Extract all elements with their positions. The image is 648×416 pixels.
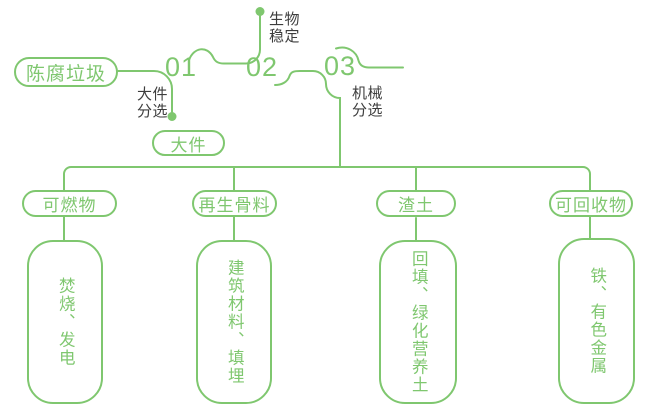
detail-text-recycled-aggregate: 建筑材料、填埋 xyxy=(225,259,244,385)
line-03-tail xyxy=(335,46,404,69)
step-number-02: 02 xyxy=(246,52,279,82)
source-node: 陈腐垃圾 xyxy=(14,57,118,87)
step-number-03: 03 xyxy=(324,51,357,81)
detail-box-slag-soil: 回填、绿化营养土 xyxy=(379,240,457,404)
category-pill-recycled-aggregate: 再生骨料 xyxy=(192,190,277,217)
detail-text-combustibles: 焚烧、发电 xyxy=(56,277,75,367)
detail-text-recyclables: 铁、有色金属 xyxy=(587,267,606,375)
line-source-to-01 xyxy=(117,70,173,113)
step-label-bio-stabilization: 生物 稳定 xyxy=(269,11,301,45)
dot-bio xyxy=(255,7,265,16)
distribution-bar xyxy=(63,166,591,191)
detail-box-recyclables: 铁、有色金属 xyxy=(558,238,635,404)
category-pill-slag-soil: 渣土 xyxy=(376,190,456,217)
step-label-mechanical-sorting: 机械 分选 xyxy=(352,85,384,119)
dot-bypass xyxy=(167,112,177,121)
step-label-bulky-sorting: 大件 分选 xyxy=(137,86,169,120)
step-number-01: 01 xyxy=(165,52,198,82)
line-02-to-03 xyxy=(274,70,341,168)
detail-box-recycled-aggregate: 建筑材料、填埋 xyxy=(196,240,272,404)
detail-text-slag-soil: 回填、绿化营养土 xyxy=(409,250,428,394)
line-01-to-02 xyxy=(188,15,261,65)
bypass-node: 大件 xyxy=(152,130,225,156)
detail-box-combustibles: 焚烧、发电 xyxy=(27,240,103,404)
category-pill-recyclables: 可回收物 xyxy=(549,190,633,217)
category-pill-combustibles: 可燃物 xyxy=(22,190,117,217)
